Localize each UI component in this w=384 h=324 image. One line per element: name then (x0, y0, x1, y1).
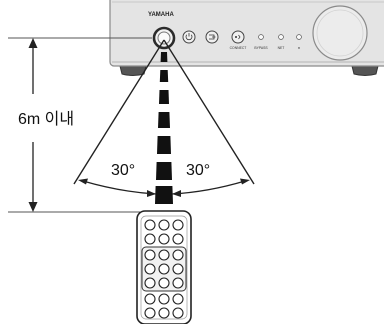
remote-button[interactable] (172, 293, 184, 305)
distance-indicator: 6m 이내 (8, 37, 152, 213)
angle-arc-left-arrow-in (147, 190, 156, 197)
remote-button[interactable] (172, 219, 184, 231)
remote-sensor (152, 26, 176, 50)
reception-cone: 30° 30° (73, 39, 255, 204)
amplifier-front-panel (109, 0, 384, 67)
distance-arrow-down (28, 202, 38, 212)
volume-knob[interactable] (312, 5, 368, 61)
remote-button[interactable] (172, 233, 184, 245)
remote-button-grid (144, 219, 184, 319)
bluetooth-icon: ʙ (298, 46, 300, 50)
remote-button[interactable] (172, 249, 184, 261)
remote-button[interactable] (144, 293, 156, 305)
amplifier-foot-left (119, 65, 147, 76)
distance-label: 6m 이내 (18, 110, 74, 128)
remote-button[interactable] (144, 249, 156, 261)
remote-button[interactable] (158, 307, 170, 319)
angle-label-left: 30° (111, 162, 135, 179)
input-icon (209, 34, 216, 40)
remote-button[interactable] (172, 263, 184, 275)
remote-button[interactable] (158, 277, 170, 289)
remote-button[interactable] (172, 277, 184, 289)
distance-arrow-up (28, 38, 38, 48)
net-label: NET (278, 46, 285, 50)
amplifier-foot-right (351, 65, 379, 76)
net-indicator (278, 34, 284, 40)
remote-control (136, 210, 192, 324)
remote-button[interactable] (144, 219, 156, 231)
remote-button[interactable] (158, 219, 170, 231)
remote-button[interactable] (158, 233, 170, 245)
remote-button[interactable] (144, 277, 156, 289)
angle-label-right: 30° (186, 162, 210, 179)
angle-arc-left-arrow-out (78, 178, 88, 185)
angle-arc-right (171, 180, 246, 195)
bluetooth-indicator (296, 34, 302, 40)
remote-button[interactable] (158, 263, 170, 275)
remote-button[interactable] (144, 263, 156, 275)
remote-button[interactable] (158, 249, 170, 261)
connect-button[interactable] (231, 30, 245, 44)
bypass-indicator (258, 34, 264, 40)
angle-arc-right-arrow-in (172, 190, 181, 197)
amplifier-unit: YAMAHA CONNECT BYPASS NET (109, 0, 384, 76)
remote-inner-outline (140, 215, 188, 320)
angle-arc-right-arrow-out (240, 178, 250, 185)
remote-button[interactable] (172, 307, 184, 319)
connect-label: CONNECT (230, 46, 247, 50)
angle-arc-left (82, 180, 157, 195)
power-icon (185, 34, 193, 41)
cone-edge-right (163, 39, 255, 185)
remote-button[interactable] (144, 233, 156, 245)
remote-button[interactable] (158, 293, 170, 305)
power-button[interactable] (182, 30, 196, 44)
infrared-beam (155, 52, 173, 204)
bypass-label: BYPASS (254, 46, 268, 50)
input-button[interactable] (205, 30, 219, 44)
connect-icon (235, 36, 237, 38)
cone-edge-left (73, 39, 165, 185)
remote-button[interactable] (144, 307, 156, 319)
brand-logo: YAMAHA (148, 12, 174, 18)
